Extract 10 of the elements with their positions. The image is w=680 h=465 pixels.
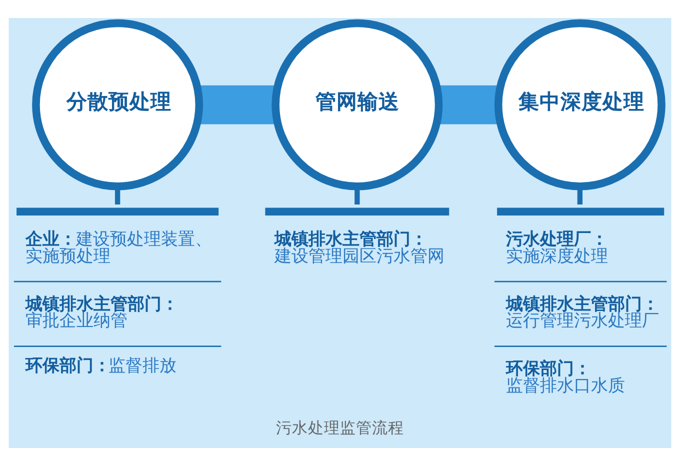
node-label: 城镇排水主管部门：建设管理园区污水管网	[274, 228, 444, 265]
node-label: 环保部门：监督排水口水质	[506, 358, 626, 394]
connector	[199, 84, 276, 124]
node-circle: 分散预处理	[32, 18, 204, 190]
node-circle: 集中深度处理	[494, 18, 666, 190]
node-label: 环保部门：监督排放	[26, 354, 176, 374]
caption: 污水处理监管流程	[276, 418, 404, 437]
node-circle: 管网输送	[272, 18, 443, 190]
node-box	[265, 207, 450, 216]
connector	[438, 84, 498, 124]
